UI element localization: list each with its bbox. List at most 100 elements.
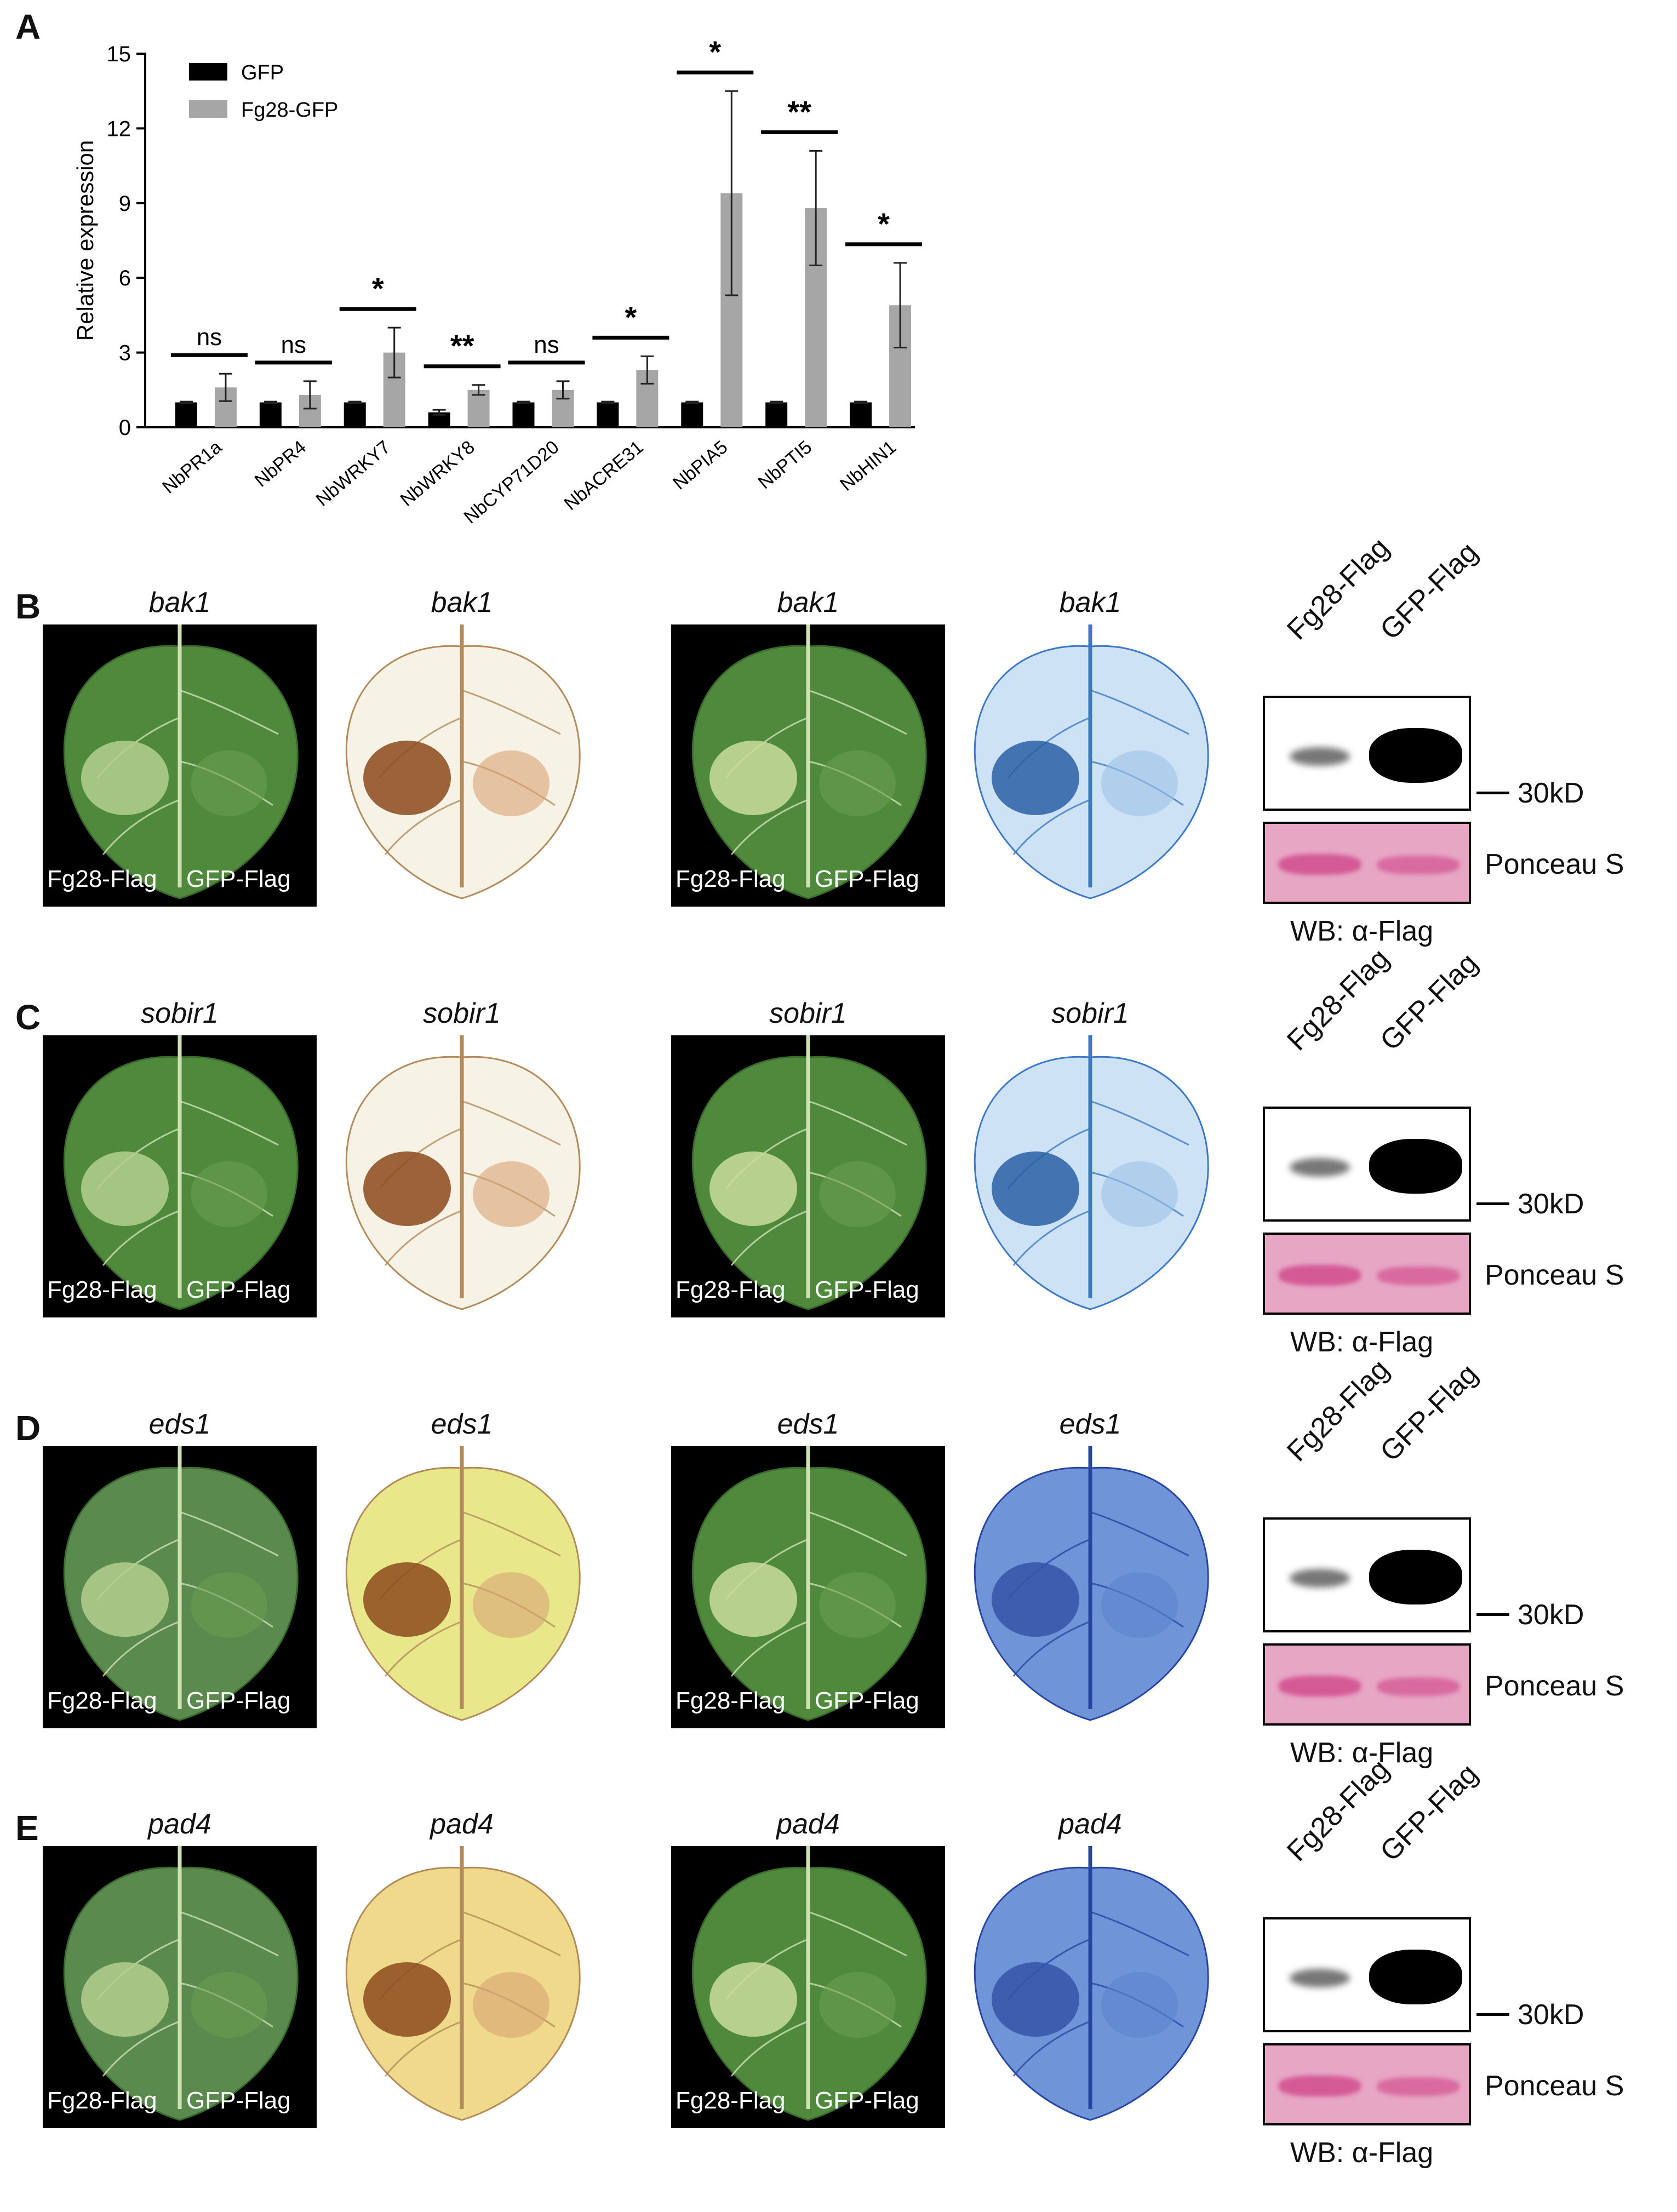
leaf-label-fg28: Fg28-Flag [676, 1687, 786, 1714]
bar-fg28-gfp [467, 389, 490, 427]
leaf-label-gfp: GFP-Flag [186, 1276, 291, 1303]
ponceau-stain-image [1263, 2043, 1471, 2125]
leaf-label-fg28: Fg28-Flag [47, 1276, 157, 1303]
genotype-label: sobir1 [141, 998, 219, 1029]
legend-label: GFP [241, 61, 284, 84]
leaf-image [43, 1846, 317, 2128]
significance-label: * [625, 300, 637, 334]
genotype-label: eds1 [431, 1408, 493, 1440]
ponceau-label: Ponceau S [1485, 849, 1624, 880]
leaf-image [671, 1846, 945, 2128]
ponceau-label: Ponceau S [1485, 1670, 1624, 1702]
lane-label-fg28: Fg28-Flag [1281, 1753, 1395, 1868]
x-tick-label: NbPR1a [158, 437, 226, 498]
bar-gfp [512, 402, 535, 427]
leaf-image [325, 624, 599, 907]
genotype-label: bak1 [1059, 587, 1121, 618]
genotype-label: sobir1 [1051, 998, 1129, 1029]
leaf-label-fg28: Fg28-Flag [676, 1276, 786, 1303]
leaf-image [325, 1446, 599, 1728]
y-tick-label: 12 [107, 117, 131, 141]
leaf-image [953, 1035, 1227, 1317]
western-blot-image [1263, 1917, 1471, 2032]
leaf-label-gfp: GFP-Flag [815, 866, 919, 892]
leaf-label-gfp: GFP-Flag [186, 2087, 291, 2114]
genotype-label: sobir1 [423, 998, 501, 1029]
marker-label: 30kD [1518, 1599, 1584, 1631]
legend-swatch [189, 63, 227, 81]
marker-label: 30kD [1518, 1999, 1584, 2031]
significance-label: ns [534, 331, 559, 358]
x-tick-label: NbPIA5 [669, 437, 731, 494]
western-blot-image [1263, 696, 1471, 811]
significance-label: ** [450, 329, 474, 363]
marker-tick [1476, 2013, 1509, 2016]
leaf-image [671, 1446, 945, 1728]
leaf-image [325, 1035, 599, 1317]
leaf-image [43, 1446, 317, 1728]
leaf-image [953, 1846, 1227, 2128]
genotype-label: bak1 [431, 587, 493, 618]
x-tick-label: NbPTI5 [754, 437, 816, 493]
bar-gfp [681, 402, 703, 427]
leaf-image [953, 624, 1227, 907]
bar-gfp [850, 402, 872, 427]
wb-label: WB: α-Flag [1290, 1326, 1434, 1358]
ponceau-stain-image [1263, 1233, 1471, 1315]
significance-label: * [372, 271, 384, 306]
leaf-label-fg28: Fg28-Flag [676, 2087, 786, 2114]
significance-label: * [878, 207, 890, 241]
significance-label: ns [281, 331, 306, 358]
leaf-label-gfp: GFP-Flag [186, 866, 291, 892]
y-tick-label: 15 [107, 42, 131, 66]
lane-label-fg28: Fg28-Flag [1281, 942, 1395, 1057]
bar-gfp [259, 402, 282, 427]
marker-tick [1476, 792, 1509, 794]
leaf-image [671, 1035, 945, 1317]
bar-gfp [765, 402, 788, 427]
western-blot-image [1263, 1107, 1471, 1222]
leaf-image [325, 1846, 599, 2128]
significance-label: ** [787, 94, 811, 129]
genotype-label: bak1 [777, 587, 839, 618]
legend-label: Fg28-GFP [241, 99, 338, 122]
panel-letter-a: A [15, 7, 41, 47]
significance-label: * [709, 35, 721, 69]
genotype-label: pad4 [776, 1808, 840, 1840]
genotype-label: eds1 [148, 1408, 211, 1440]
leaf-label-fg28: Fg28-Flag [47, 1687, 157, 1714]
legend-swatch [189, 100, 227, 118]
x-tick-label: NbWRKY8 [396, 437, 478, 511]
panel-letter-e: E [15, 1808, 39, 1848]
ponceau-stain-image [1263, 1643, 1471, 1726]
genotype-label: bak1 [148, 587, 211, 618]
leaf-label-fg28: Fg28-Flag [47, 2087, 157, 2114]
wb-label: WB: α-Flag [1290, 2137, 1434, 2169]
y-tick-label: 6 [119, 266, 131, 290]
x-tick-label: NbPR4 [251, 437, 310, 491]
wb-label: WB: α-Flag [1290, 915, 1434, 947]
leaf-image [43, 624, 317, 907]
genotype-label: sobir1 [769, 998, 847, 1029]
bar-gfp [597, 402, 619, 427]
ponceau-label: Ponceau S [1485, 2070, 1624, 2102]
leaf-label-fg28: Fg28-Flag [47, 866, 157, 892]
panel-letter-b: B [15, 587, 41, 626]
leaf-image [671, 624, 945, 907]
marker-label: 30kD [1518, 1188, 1584, 1220]
bar-gfp [175, 402, 197, 427]
y-axis-label: Relative expression [72, 140, 98, 341]
genotype-label: eds1 [1059, 1408, 1121, 1440]
bar-gfp [344, 402, 366, 427]
y-tick-label: 9 [119, 192, 131, 216]
genotype-label: pad4 [430, 1808, 494, 1840]
panel-letter-d: D [15, 1408, 41, 1448]
marker-tick [1476, 1202, 1509, 1205]
genotype-label: pad4 [148, 1808, 211, 1840]
leaf-image [43, 1035, 317, 1317]
genotype-label: pad4 [1058, 1808, 1122, 1840]
western-blot-image [1263, 1517, 1471, 1632]
leaf-label-gfp: GFP-Flag [186, 1687, 291, 1714]
leaf-label-gfp: GFP-Flag [815, 1276, 919, 1303]
